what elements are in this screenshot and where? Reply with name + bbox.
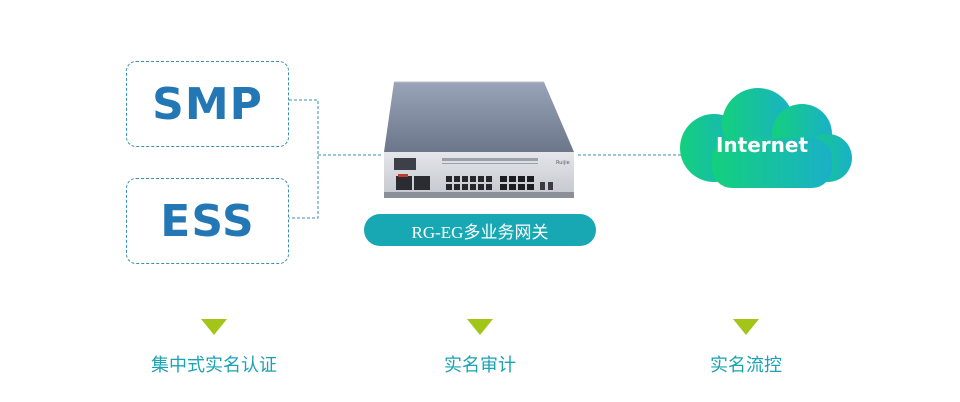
smp-box: SMP bbox=[126, 61, 289, 147]
internet-label: Internet bbox=[715, 133, 809, 157]
feature-1-label: 集中式实名认证 bbox=[151, 355, 277, 376]
bracket-line bbox=[289, 99, 319, 219]
smp-label: SMP bbox=[152, 78, 263, 130]
gateway-device-image: Ruijie bbox=[384, 81, 574, 198]
gateway-label: RG-EG多业务网关 bbox=[411, 222, 549, 242]
gateway-label-pill: RG-EG多业务网关 bbox=[364, 214, 596, 246]
device-brand-text: Ruijie bbox=[556, 160, 570, 166]
ess-label: ESS bbox=[160, 195, 255, 247]
feature-3-triangle-icon bbox=[733, 319, 759, 335]
feature-2-label: 实名审计 bbox=[444, 355, 516, 376]
feature-1-triangle-icon bbox=[201, 319, 227, 335]
ess-box: ESS bbox=[126, 178, 289, 264]
feature-3-label: 实名流控 bbox=[710, 355, 782, 376]
internet-cloud-icon bbox=[680, 88, 852, 188]
feature-2-triangle-icon bbox=[467, 319, 493, 335]
